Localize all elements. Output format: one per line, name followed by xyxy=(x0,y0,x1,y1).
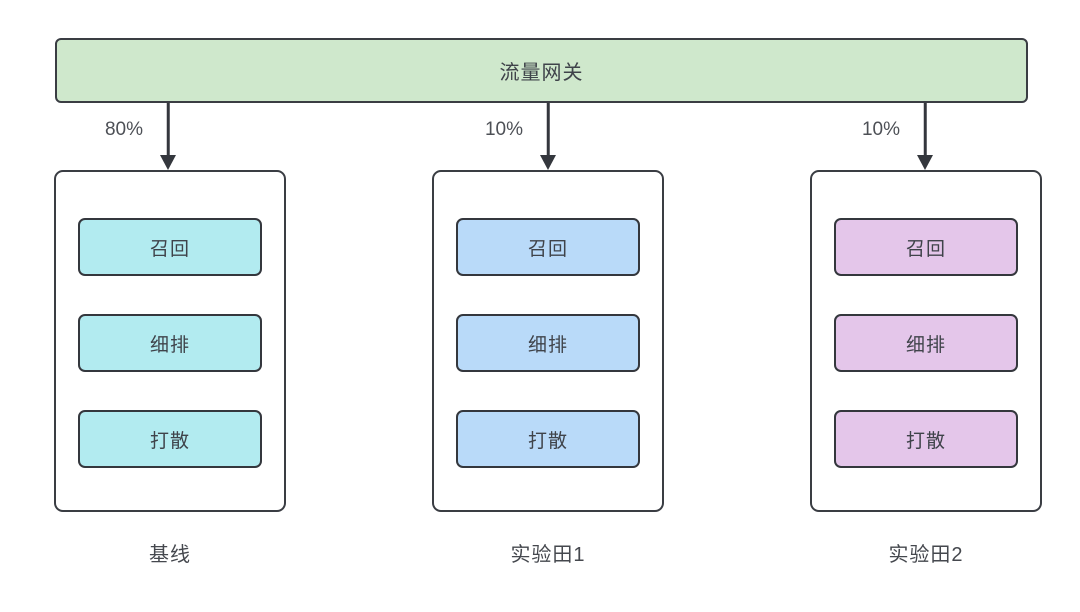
stage-diversify: 打散 xyxy=(456,410,640,468)
arrow-stem xyxy=(166,103,170,157)
flow-arrow-exp2 xyxy=(917,103,933,170)
branch-name-exp1: 实验田1 xyxy=(510,544,586,566)
arrow-head-icon xyxy=(160,155,176,170)
traffic-gateway-node: 流量网关 xyxy=(55,38,1028,103)
arrow-stem xyxy=(923,103,927,157)
pipeline-baseline: 召回 细排 打散 xyxy=(54,170,286,512)
stage-recall: 召回 xyxy=(834,218,1018,276)
pipeline-exp2: 召回 细排 打散 xyxy=(810,170,1042,512)
arrow-stem xyxy=(546,103,550,157)
traffic-percent-exp2: 10% xyxy=(861,119,900,140)
traffic-gateway-label: 流量网关 xyxy=(499,62,584,84)
flow-arrow-exp1 xyxy=(540,103,556,170)
stage-recall: 召回 xyxy=(78,218,262,276)
branch-name-baseline: 基线 xyxy=(149,544,191,566)
stage-fine-rank: 细排 xyxy=(456,314,640,372)
branch-name-exp2: 实验田2 xyxy=(888,544,964,566)
traffic-percent-exp1: 10% xyxy=(484,119,523,140)
stage-recall: 召回 xyxy=(456,218,640,276)
arrow-head-icon xyxy=(540,155,556,170)
stage-diversify: 打散 xyxy=(834,410,1018,468)
stage-diversify: 打散 xyxy=(78,410,262,468)
stage-fine-rank: 细排 xyxy=(78,314,262,372)
arrow-head-icon xyxy=(917,155,933,170)
stage-fine-rank: 细排 xyxy=(834,314,1018,372)
pipeline-exp1: 召回 细排 打散 xyxy=(432,170,664,512)
traffic-percent-baseline: 80% xyxy=(104,119,143,140)
flow-arrow-baseline xyxy=(160,103,176,170)
